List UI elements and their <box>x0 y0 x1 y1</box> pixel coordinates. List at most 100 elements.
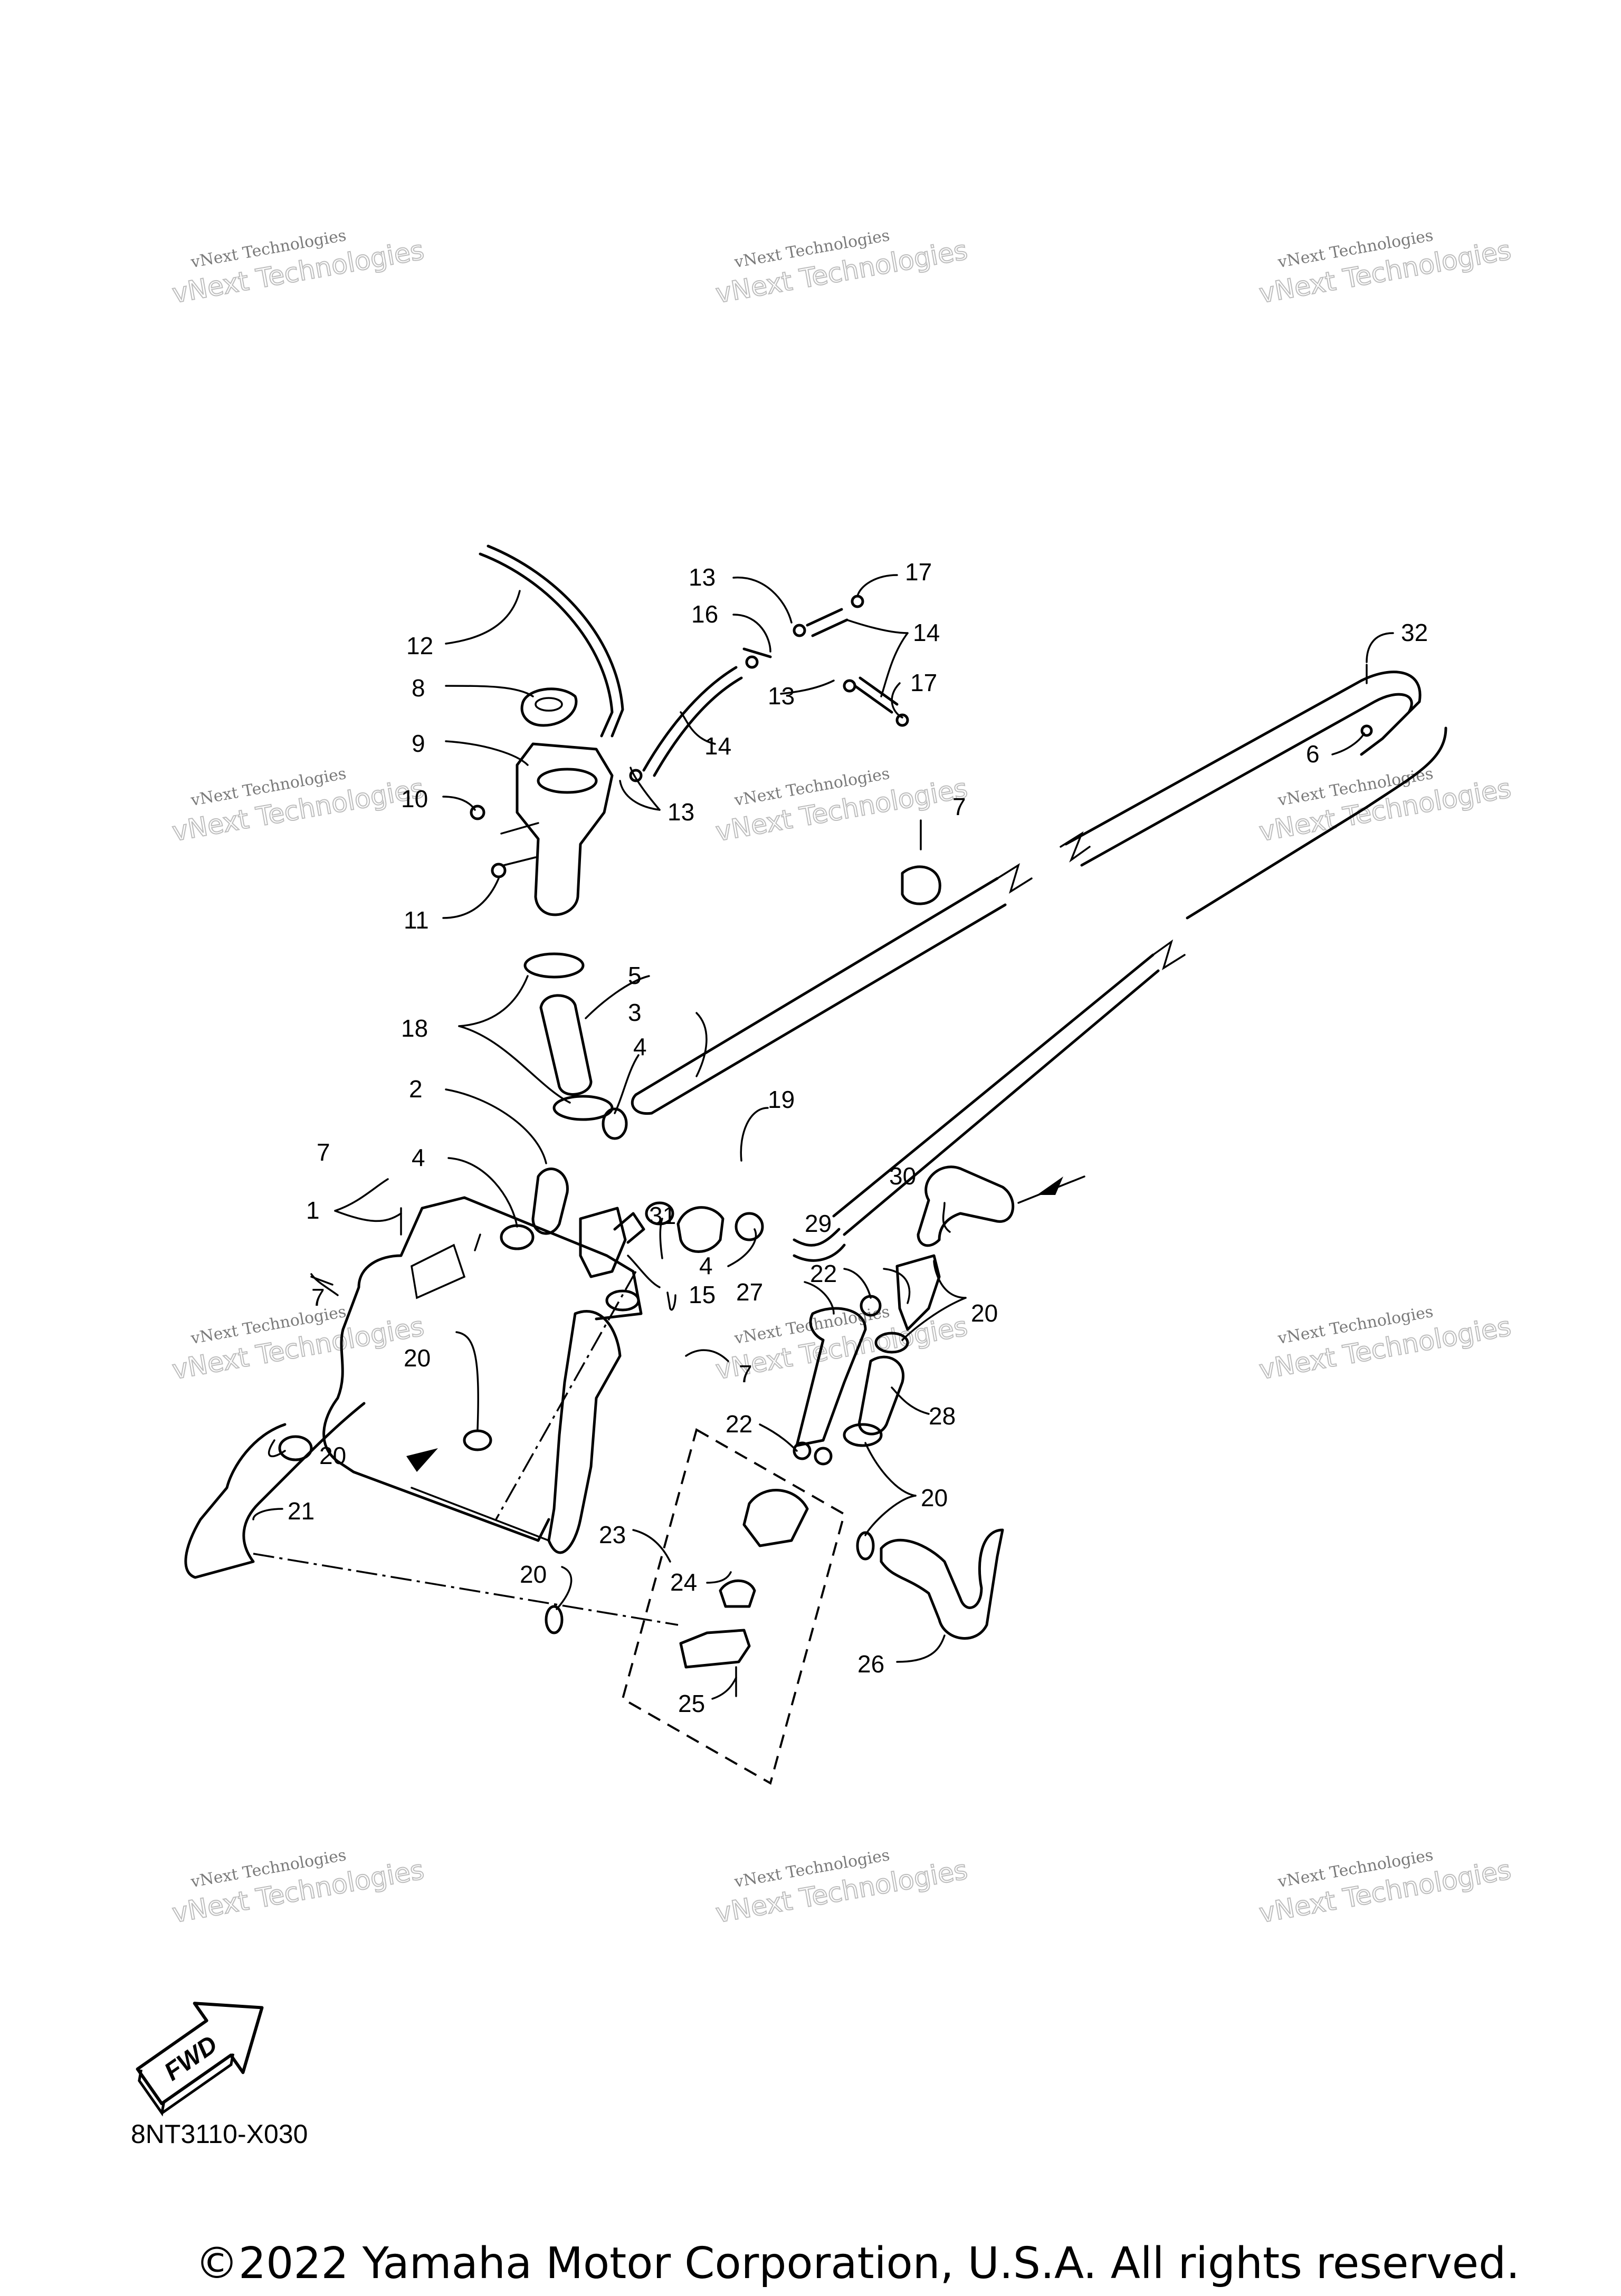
bracket-7 <box>901 865 941 905</box>
hose-30 <box>917 1165 1015 1247</box>
callout-29: 29 <box>805 1210 832 1237</box>
callout-32: 32 <box>1401 619 1428 646</box>
radiator-edge <box>411 1233 550 1542</box>
clip-22-thermo <box>793 1441 812 1460</box>
callout-4-top: 4 <box>633 1033 647 1060</box>
clamp-20-mid <box>463 1429 492 1451</box>
cooling-pipe <box>634 671 1447 1236</box>
copyright-notice: ©2022 Yamaha Motor Corporation, U.S.A. A… <box>195 2238 1520 2289</box>
clamp-4 <box>500 1224 535 1250</box>
filler-neck-bracket <box>500 822 539 866</box>
callout-10: 10 <box>401 785 428 812</box>
clamp-19 <box>735 1212 764 1241</box>
axis-line <box>495 1271 637 1520</box>
callout-14-mid: 14 <box>704 732 731 760</box>
clip-13d <box>629 769 643 782</box>
callout-27: 27 <box>736 1278 763 1306</box>
watermark: vNext Technologies vNext Technologies <box>1256 764 1514 848</box>
nut-6 <box>1360 724 1373 737</box>
grommet-31 <box>605 1289 640 1312</box>
callout-21: 21 <box>288 1497 314 1525</box>
clamp-20-28 <box>843 1423 883 1447</box>
arrow-marker-30 <box>1037 1176 1063 1195</box>
callout-31: 31 <box>649 1202 676 1229</box>
callout-30: 30 <box>889 1162 916 1190</box>
watermark: vNext Technologies vNext Technologies <box>1256 1303 1514 1386</box>
watermark: vNext Technologies vNext Technologies <box>713 226 970 310</box>
fwd-arrow-icon: FWD <box>136 2002 264 2117</box>
radiator <box>322 1196 643 1542</box>
thermostat-cover <box>742 1489 809 1547</box>
hose-21 <box>184 1402 366 1579</box>
callout-3: 3 <box>628 999 642 1026</box>
callout-24: 24 <box>670 1568 697 1596</box>
hose-26 <box>880 1528 1004 1640</box>
hose-2 <box>531 1168 569 1235</box>
clip-17b <box>895 713 909 727</box>
callout-16: 16 <box>691 600 718 628</box>
callout-20-lower-right: 20 <box>921 1484 948 1511</box>
bolt-15 <box>666 1292 671 1309</box>
callout-13-low: 13 <box>668 798 694 826</box>
watermark: vNext Technologies vNext Technologies <box>1256 226 1514 310</box>
clip-17 <box>851 595 864 608</box>
clip-13c <box>745 655 759 669</box>
drawing-code: 8NT3110-X030 <box>131 2119 308 2149</box>
callout-25: 25 <box>678 1690 705 1717</box>
filler-neck <box>516 742 614 916</box>
hose-19 <box>676 1206 724 1253</box>
callout-4-mid: 4 <box>699 1252 713 1279</box>
hose-27 <box>795 1307 867 1447</box>
callout-20-lower: 20 <box>520 1561 547 1588</box>
hose-28 <box>858 1355 904 1436</box>
watermark: vNext Technologies vNext Technologies <box>169 1846 427 1929</box>
callout-28: 28 <box>929 1402 956 1430</box>
clamp-20-right <box>874 1332 909 1354</box>
watermark: vNext Technologies vNext Technologies <box>713 764 970 848</box>
parts-drawing <box>184 544 1447 1785</box>
callout-8: 8 <box>412 674 425 702</box>
bolt-10 <box>470 805 485 820</box>
axis-line-lower <box>253 1553 679 1626</box>
radiator-side-bracket <box>547 1309 622 1554</box>
watermark: vNext Technologies vNext Technologies <box>169 226 427 310</box>
clamp-20-26 <box>856 1531 875 1561</box>
pipe-end <box>631 1093 653 1115</box>
clamp-18b <box>552 1095 614 1121</box>
callout-20-mid: 20 <box>404 1344 431 1372</box>
callout-7-radiator: 7 <box>317 1139 330 1166</box>
callout-labels: 12 8 9 10 11 18 5 3 4 2 4 7 1 7 19 4 31 … <box>288 558 1428 1717</box>
callout-2: 2 <box>409 1075 423 1103</box>
joint-29 <box>895 1254 941 1331</box>
short-hose <box>806 608 848 637</box>
callout-7-thermo: 7 <box>739 1360 752 1388</box>
radiator-fin-cover <box>411 1243 466 1299</box>
callout-5: 5 <box>628 962 642 989</box>
callout-11: 11 <box>404 906 429 934</box>
pipe-break <box>996 831 1186 970</box>
watermark: vNext Technologies vNext Technologies <box>169 1303 427 1386</box>
clip-13b <box>843 679 856 693</box>
arrow-marker-radiator <box>406 1448 438 1472</box>
callout-14-top: 14 <box>913 619 940 646</box>
bolt-11 <box>491 863 507 878</box>
clamp-18 <box>523 952 585 979</box>
callout-9: 9 <box>412 730 425 757</box>
callout-7-side: 7 <box>311 1284 325 1311</box>
overflow-hose <box>479 544 624 738</box>
clamp-20-left <box>278 1435 313 1461</box>
callout-7-top: 7 <box>952 793 966 820</box>
callout-23: 23 <box>599 1521 626 1548</box>
callout-1: 1 <box>306 1197 320 1224</box>
filler-neck-opening <box>537 768 598 794</box>
clip-13 <box>793 624 806 637</box>
callout-13-top: 13 <box>689 563 716 591</box>
thermostat-24 <box>719 1579 756 1608</box>
callout-19: 19 <box>768 1086 795 1113</box>
callout-12: 12 <box>406 632 433 659</box>
clamp-4b <box>602 1107 628 1140</box>
callout-20-left: 20 <box>319 1442 346 1469</box>
hose-5 <box>539 994 593 1096</box>
watermark: vNext Technologies vNext Technologies <box>713 1846 970 1929</box>
